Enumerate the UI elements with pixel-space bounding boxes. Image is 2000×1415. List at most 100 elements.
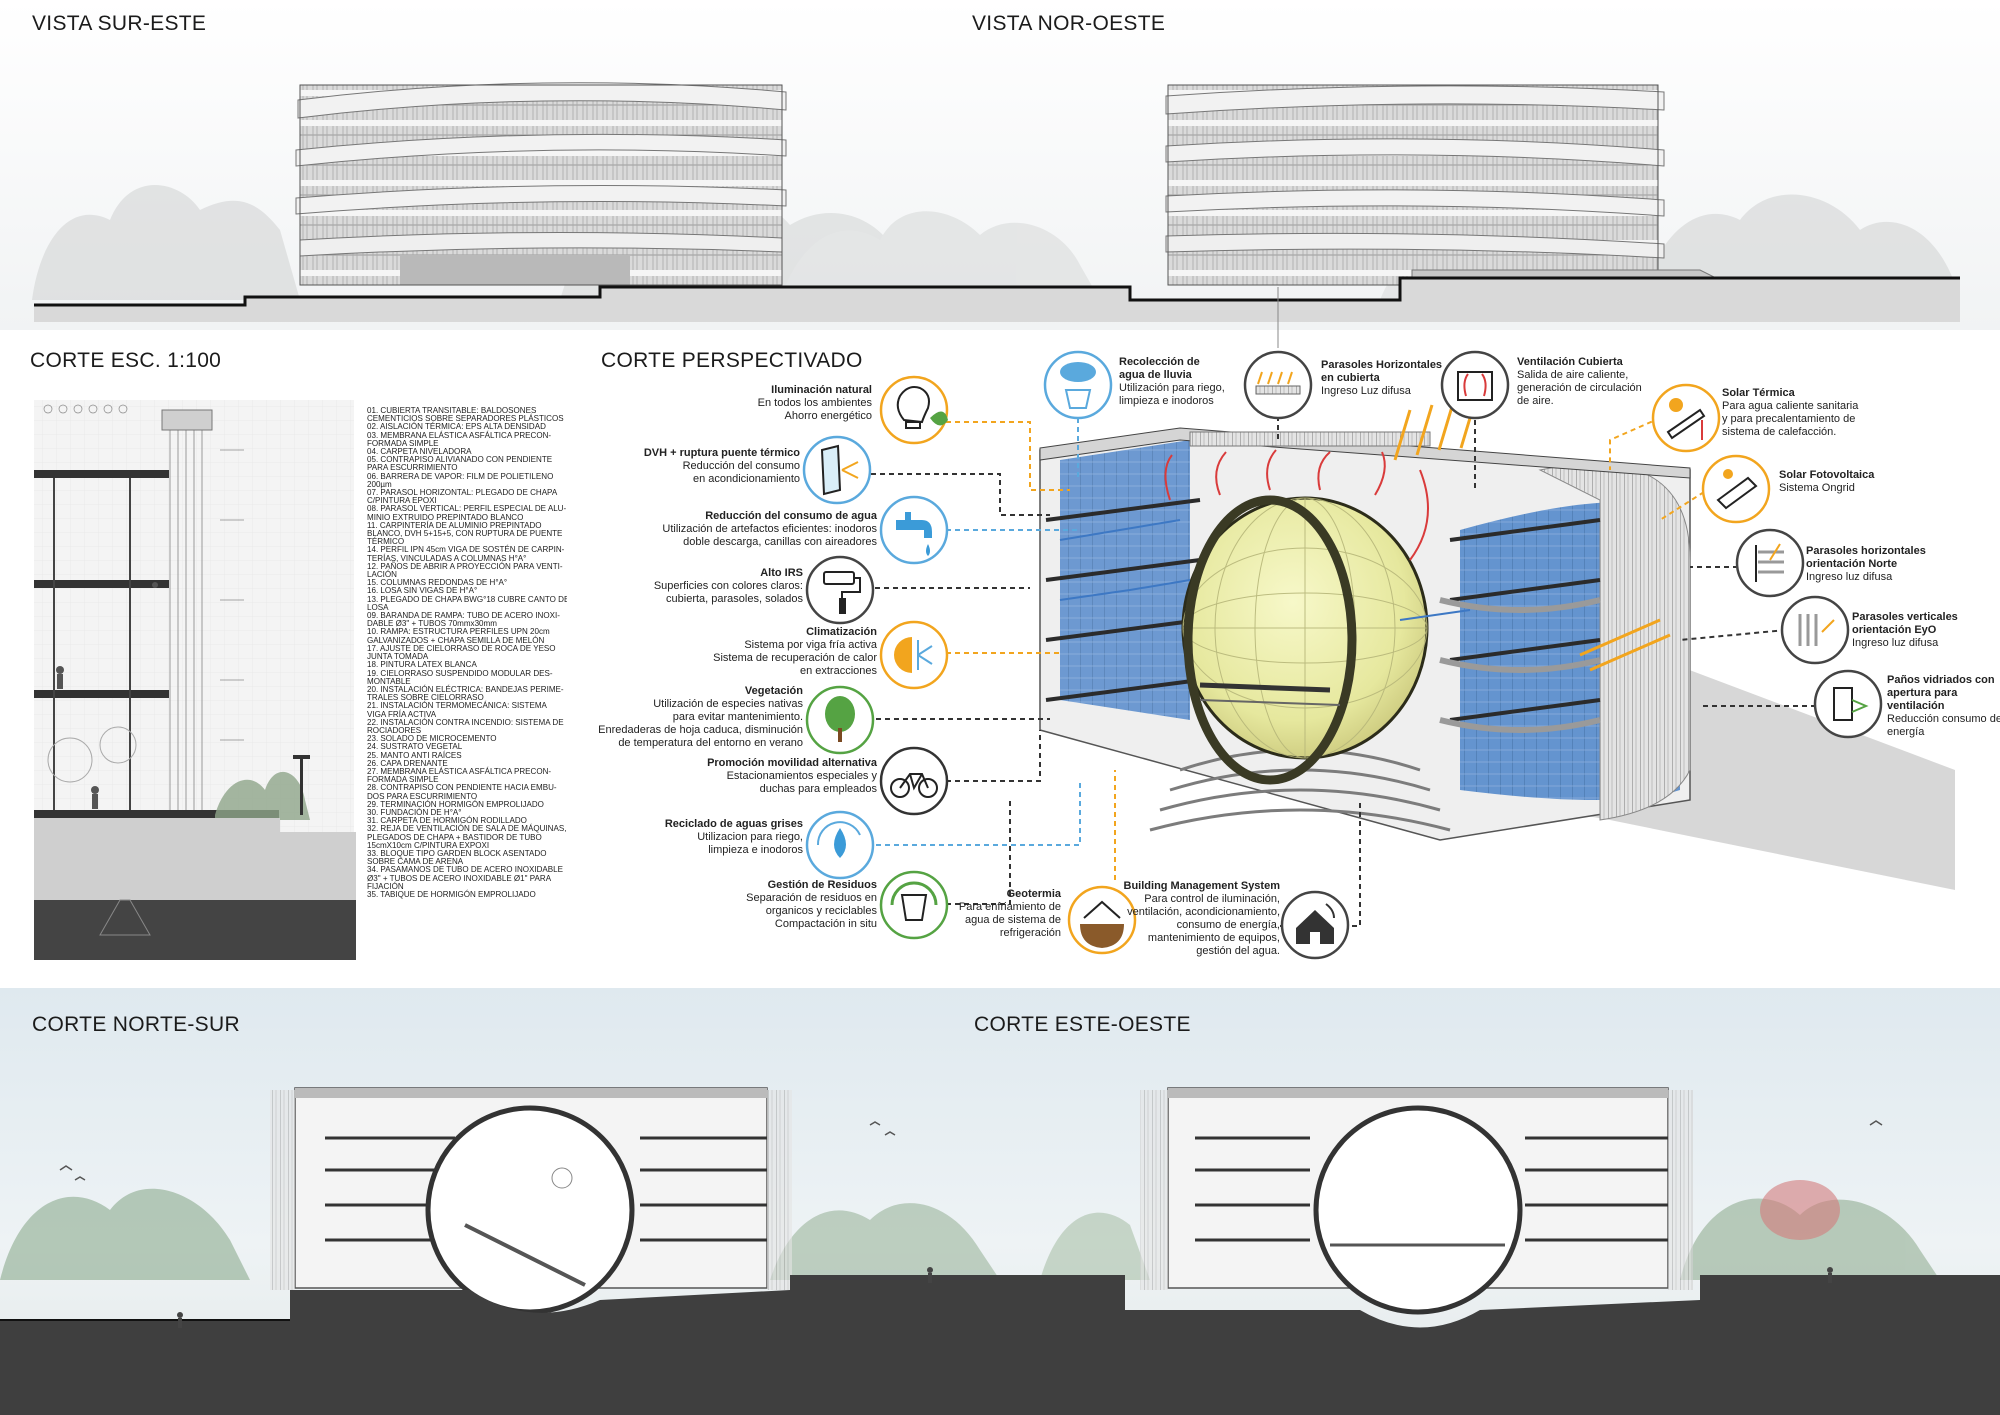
- construction-note-line: 32. REJA DE VENTILACIÓN DE SALA DE MÁQUI…: [367, 824, 567, 834]
- construction-note-line: 34. PASAMANOS DE TUBO DE ACERO INOXIDABL…: [367, 865, 564, 875]
- feature-title: Building Management System: [1123, 880, 1280, 892]
- construction-note-line: 08. PARASOL VERTICAL: PERFIL ESPECIAL DE…: [367, 504, 567, 514]
- feature-description: en acondicionamiento: [692, 473, 800, 485]
- feature-title: Parasoles horizontales: [1806, 545, 1926, 557]
- construction-note-line: 12. PAÑOS DE ABRIR A PROYECCIÓN PARA VEN…: [367, 561, 563, 571]
- construction-note-line: 200µm: [367, 479, 392, 489]
- construction-note-line: 09. BARANDA DE RAMPA: TUBO DE ACERO INOX…: [367, 611, 560, 621]
- construction-note-line: 01. CUBIERTA TRANSITABLE: BALDOSONES: [367, 407, 537, 415]
- feature-title: orientación Norte: [1806, 558, 1898, 570]
- feature-description: gestión del agua.: [1196, 945, 1280, 957]
- construction-note-line: 07. PARASOL HORIZONTAL: PLEGADO DE CHAPA: [367, 488, 558, 498]
- construction-note-line: 31. CARPETA DE HORMIGÓN RODILLADO: [367, 816, 527, 826]
- construction-note-line: MINIO EXTRUIDO PREPINTADO BLANCO: [367, 512, 524, 522]
- building-elevation-southeast: [295, 82, 787, 286]
- construction-note-line: 27. MEMBRANA ELÁSTICA ASFÁLTICA PRECON-: [367, 766, 552, 776]
- rain-cloud-bucket-icon: [1043, 350, 1113, 420]
- leader-lines: [862, 398, 1816, 927]
- feature-title: Ventilación Cubierta: [1517, 356, 1623, 368]
- title-vista-sur-este: VISTA SUR-ESTE: [32, 12, 207, 35]
- construction-note-line: BLANCO, DVH 5+15+5, CON RUPTURA DE PUENT…: [367, 529, 563, 539]
- construction-note-line: 17. AJUSTE DE CIELORRASO DE ROCA DE YESO: [367, 643, 556, 653]
- construction-note-line: 22. INSTALACIÓN CONTRA INCENDIO: SISTEMA…: [367, 717, 564, 727]
- feature-title: Solar Fotovoltaica: [1779, 469, 1875, 481]
- construction-note-line: TRALES SOBRE CIELORRASO: [367, 693, 484, 703]
- section-detail-drawing: [34, 400, 356, 960]
- construction-note-line: MONTABLE: [367, 676, 411, 686]
- feature-description: consumo de energía,: [1176, 919, 1280, 931]
- construction-note-line: FORMADA SIMPLE: [367, 438, 439, 448]
- feature-description: Compactación in situ: [774, 918, 877, 930]
- feature-description: ventilación, acondicionamiento,: [1127, 906, 1280, 918]
- feature-description: En todos los ambientes: [757, 397, 872, 409]
- building-elevation-northwest: [1165, 84, 1741, 293]
- title-vista-nor-oeste: VISTA NOR-OESTE: [972, 12, 1166, 35]
- construction-note-line: PLEGADOS DE CHAPA + BASTIDOR DE TUBO: [367, 832, 542, 842]
- construction-note-line: LOSA: [367, 602, 389, 612]
- water-drop-recycle-icon: [805, 810, 875, 880]
- construction-note-line: 25. MANTO ANTI RAÍCES: [367, 750, 462, 760]
- solar-thermal-icon: [1651, 383, 1721, 453]
- title-corte-perspectivado: CORTE PERSPECTIVADO: [601, 349, 863, 372]
- construction-note-line: 28. CONTRAPISO CON PENDIENTE HACIA EMBU-: [367, 783, 557, 793]
- feature-description: de aire.: [1517, 395, 1554, 407]
- feature-description: de temperatura del entorno en verano: [618, 737, 803, 749]
- construction-note-line: 30. FUNDACIÓN DE H°A°: [367, 807, 462, 817]
- construction-note-line: 18. PINTURA LATEX BLANCA: [367, 660, 477, 670]
- bicycle-icon: [879, 746, 949, 816]
- construction-note-line: 20. INSTALACIÓN ELÉCTRICA: BANDEJAS PERI…: [367, 684, 564, 694]
- geothermal-house-icon: [1067, 885, 1137, 955]
- feature-description: Superficies con colores claros:: [653, 580, 803, 592]
- construction-note-line: TÉRMICO: [367, 537, 405, 547]
- feature-title: Reciclado de aguas grises: [664, 818, 803, 830]
- feature-description: Sistema Ongrid: [1779, 482, 1855, 494]
- construction-note-line: 26. CAPA DRENANTE: [367, 758, 448, 768]
- feature-description: para evitar mantenimiento.: [672, 711, 803, 723]
- feature-title: DVH + ruptura puente térmico: [643, 447, 800, 459]
- construction-note-line: 29. TERMINACIÓN HORMIGÓN EMPROLIJADO: [367, 799, 544, 809]
- construction-note-line: GALVANIZADOS + CHAPA SEMILLA DE MELÓN: [367, 635, 545, 645]
- construction-note-line: DABLE Ø3" + TUBOS 70mmx30mm: [367, 619, 497, 629]
- section-east-west: [1140, 1087, 1693, 1315]
- feature-title: Gestión de Residuos: [767, 879, 877, 891]
- feature-description: Reducción consumo de: [1887, 713, 2000, 725]
- feature-title: Iluminación natural: [771, 384, 872, 396]
- opening-window-icon: [1813, 669, 1883, 739]
- construction-note-line: 21. INSTALACIÓN TERMOMECÁNICA: SISTEMA: [367, 701, 547, 711]
- feature-title: Solar Térmica: [1722, 387, 1795, 399]
- construction-note-line: 19. CIELORRASO SUSPENDIDO MODULAR DES-: [367, 668, 553, 678]
- feature-title: ventilación: [1887, 700, 1945, 712]
- construction-note-line: 03. MEMBRANA ELÁSTICA ASFÁLTICA PRECON-: [367, 430, 552, 440]
- paint-roller-icon: [805, 555, 875, 625]
- feature-description: organicos y reciclables: [765, 905, 877, 917]
- ground-top: [34, 276, 1960, 348]
- solar-panel-icon: [1701, 454, 1771, 524]
- title-corte-norte-sur: CORTE NORTE-SUR: [32, 1013, 240, 1036]
- feature-description: Enredaderas de hoja caduca, disminución: [598, 724, 803, 736]
- feature-description: energía: [1887, 726, 1925, 738]
- title-corte-este-oeste: CORTE ESTE-OESTE: [974, 1013, 1191, 1036]
- recycle-bin-icon: [879, 870, 949, 940]
- horizontal-louvers-icon: [1735, 528, 1805, 598]
- construction-note-line: 05. CONTRAPISO ALIVIANADO CON PENDIENTE: [367, 455, 553, 465]
- feature-description: Sistema por viga fría activa: [744, 639, 877, 651]
- construction-note-line: Ø3" + TUBOS DE ACERO INOXIDABLE Ø1" PARA: [367, 873, 552, 883]
- construction-note-line: JUNTA TOMADA: [367, 652, 429, 662]
- feature-title: Promoción movilidad alternativa: [707, 757, 877, 769]
- feature-description: Estacionamientos especiales y: [726, 770, 877, 782]
